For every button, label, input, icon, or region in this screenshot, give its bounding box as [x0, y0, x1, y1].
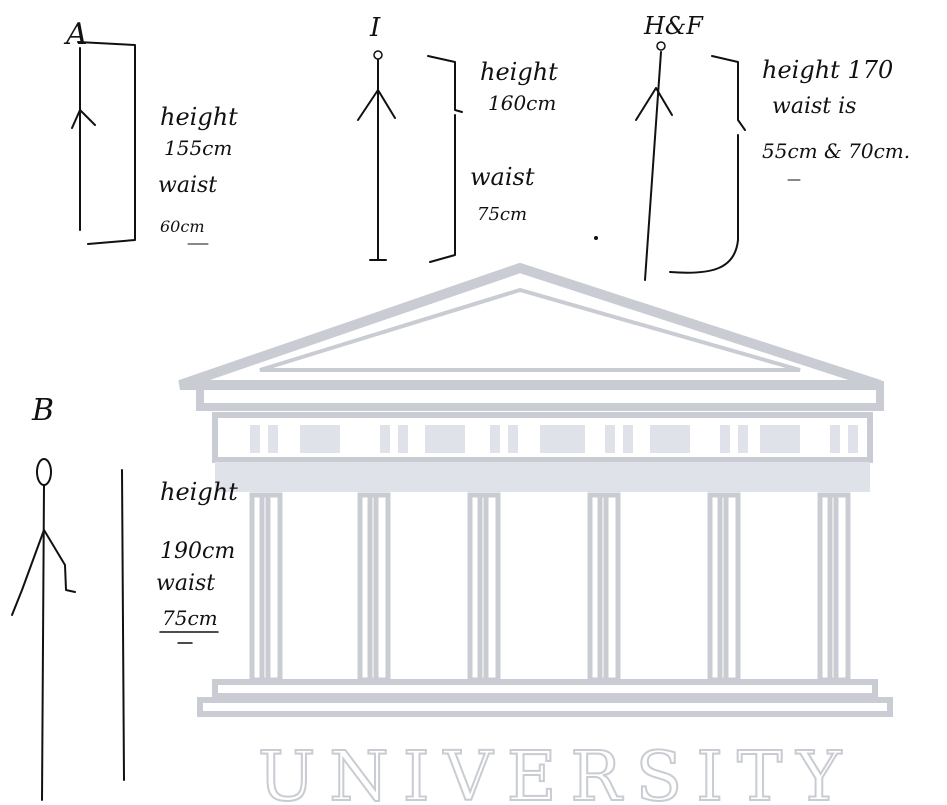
figure-i-height-label: height	[480, 58, 558, 86]
figure-hf-waist-line: waist is	[772, 94, 856, 119]
figure-hf-height-line: height 170	[762, 56, 893, 84]
figure-b-label: B	[31, 393, 54, 428]
figure-b-height-value: 190cm	[160, 539, 235, 564]
figure-hf-bracket	[669, 55, 746, 274]
figure-hf-waist-values: 55cm & 70cm.	[762, 139, 910, 163]
figure-b: B height 190cm waist 75cm	[11, 393, 238, 801]
figure-a-waist-label: waist	[158, 173, 217, 198]
classical-building-icon	[178, 262, 893, 717]
figure-a-height-label: height	[160, 103, 238, 131]
watermark-text: UNIVERSITY	[258, 738, 855, 805]
figure-b-height-label: height	[160, 478, 238, 506]
figure-i-label: I	[369, 13, 381, 43]
figure-b-stick-body	[41, 484, 45, 801]
figure-hf-label: H&F	[643, 12, 704, 40]
figure-a: A height 155cm waist 60cm	[63, 17, 238, 245]
figure-hf: H&F height 170 waist is 55cm & 70cm.	[635, 12, 910, 281]
figure-i-waist-value: 75cm	[477, 204, 527, 225]
figure-a-bracket	[77, 41, 136, 245]
figure-hf-stick-body	[644, 51, 662, 281]
figure-i-height-value: 160cm	[488, 91, 556, 115]
figure-a-waist-value: 60cm	[160, 217, 205, 236]
figure-i-waist-label: waist	[470, 163, 535, 191]
figure-b-waist-label: waist	[156, 571, 215, 596]
figure-a-label: A	[63, 17, 88, 52]
figure-i: I height 160cm waist 75cm	[357, 13, 558, 263]
figure-i-bracket	[427, 55, 463, 263]
figure-a-height-value: 155cm	[164, 136, 232, 160]
figure-b-waist-value: 75cm	[162, 606, 218, 630]
figure-i-stick-body	[369, 59, 387, 261]
figure-b-bracket	[121, 469, 125, 781]
